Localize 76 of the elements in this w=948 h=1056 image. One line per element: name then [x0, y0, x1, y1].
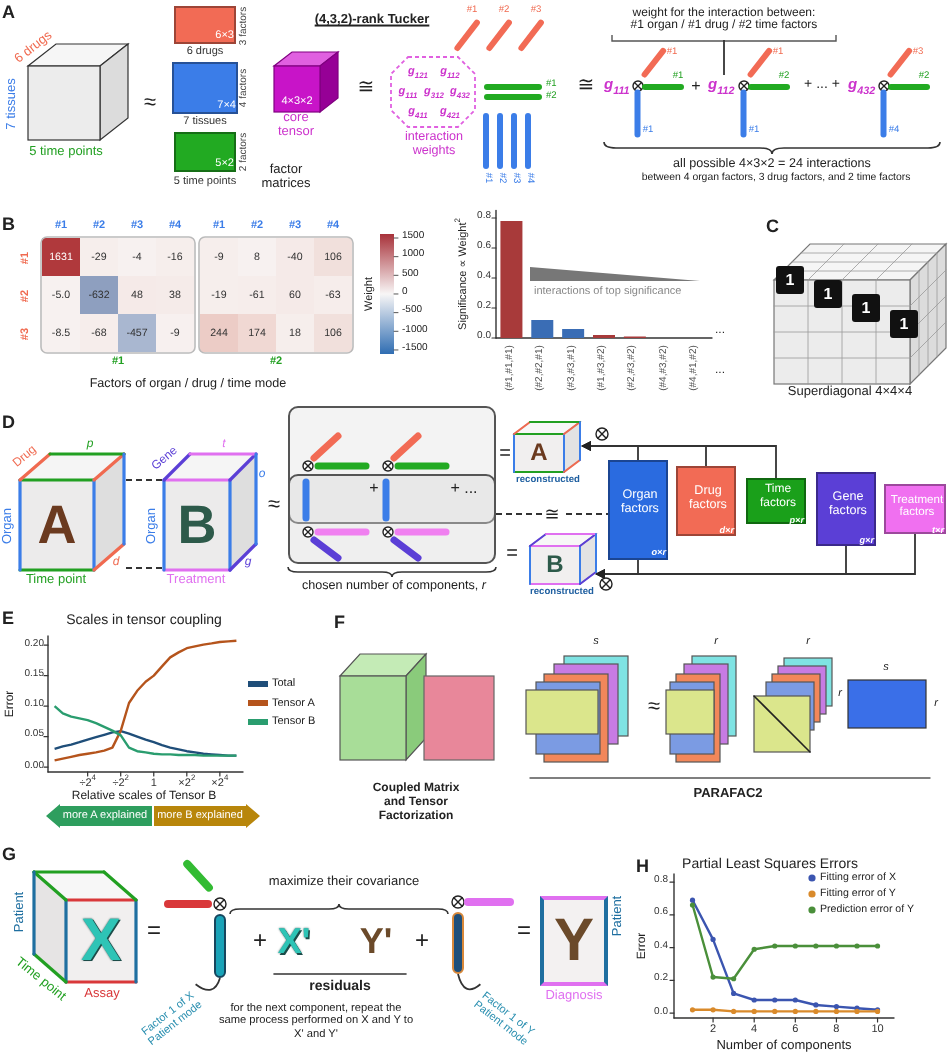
factor-bar [164, 900, 212, 908]
block-value: 1 [785, 270, 795, 290]
direction-tag [154, 804, 260, 828]
block-value: 1 [823, 284, 833, 304]
factor-bar [748, 83, 789, 89]
plus-sign: + [253, 928, 267, 956]
factor-bar [452, 912, 464, 974]
factor-box [884, 484, 946, 534]
panel-letter: H [636, 855, 649, 877]
factor-bar [525, 113, 531, 169]
approx-sign: ≈ [143, 91, 157, 117]
leader-line [457, 973, 482, 991]
dashed-line [125, 567, 165, 569]
block-value: 1 [861, 298, 871, 318]
factor-bar [483, 113, 489, 169]
factor-bar [642, 83, 683, 89]
block-value: 1 [899, 314, 909, 334]
superdiagonal-block [852, 294, 880, 322]
factor-bar [497, 113, 503, 169]
factor-box [676, 466, 736, 536]
plus-sign: + [691, 76, 701, 96]
factor-box [608, 460, 668, 560]
factor-matrix [174, 6, 236, 44]
leader-line [723, 39, 725, 76]
factor-bar [741, 90, 747, 137]
matrix-box [540, 896, 608, 986]
congruent-sign: ≅ [577, 74, 595, 98]
equals-sign: = [506, 542, 518, 566]
superdiagonal-block [890, 310, 918, 338]
component-box [288, 406, 496, 524]
approx-sign: ≈ [267, 493, 281, 519]
direction-tag [46, 804, 152, 828]
congruent-sign: ≅ [357, 76, 375, 100]
superdiagonal-block [776, 266, 804, 294]
matrix-letter: Y [554, 906, 594, 976]
approx-sign: ≈ [647, 695, 661, 721]
factor-bar [483, 83, 541, 89]
equals-sign: = [499, 442, 511, 466]
dashed-line [495, 513, 609, 515]
factor-bar [881, 90, 887, 137]
tensor-letter: B [546, 551, 564, 579]
edge-label: ≅ [542, 503, 562, 525]
factor-bar [635, 90, 641, 137]
matrix-letter: X [81, 907, 121, 977]
matrix-symbol: Y' [359, 921, 393, 963]
interaction-octagon [390, 56, 476, 128]
panel-letter: C [766, 215, 779, 237]
panel-letter: D [2, 411, 15, 433]
leader-line [194, 977, 221, 991]
factor-bar [888, 83, 929, 89]
arrow [595, 533, 916, 579]
factor-matrix [172, 62, 238, 114]
tensor-letter: B [177, 494, 217, 558]
factor-bar [483, 94, 541, 100]
panel-letter: A [2, 1, 15, 23]
panel-letter: B [2, 213, 15, 235]
plus-sign: + [369, 478, 379, 498]
factor-bar [214, 914, 226, 978]
panel-letter: F [334, 611, 345, 633]
factor-bar [511, 113, 517, 169]
panel-letter: G [2, 843, 17, 865]
arrow [581, 441, 777, 479]
factor-bar [464, 898, 514, 906]
matrix-symbol: X' [277, 921, 311, 963]
factor-matrix [174, 132, 236, 172]
tensor-letter: A [37, 494, 77, 558]
equals-sign: = [147, 918, 161, 946]
equals-sign: = [517, 918, 531, 946]
superdiagonal-block [814, 280, 842, 308]
dashed-line [125, 479, 165, 481]
panel-letter: E [2, 607, 15, 629]
factor-box [816, 472, 876, 546]
plus-sign: + ... [450, 478, 478, 498]
tensor-letter: A [530, 439, 548, 467]
plus-sign: + [415, 928, 429, 956]
factor-box [746, 478, 806, 524]
